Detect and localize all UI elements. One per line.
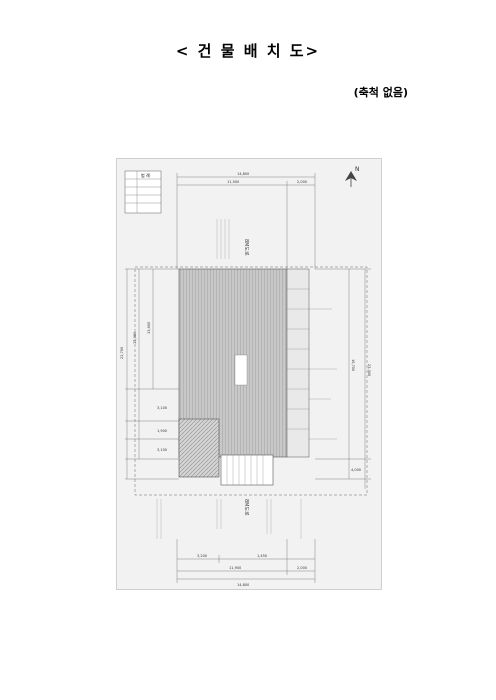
north-arrow-icon: N bbox=[345, 166, 360, 187]
dim-left-f: 3,100 bbox=[157, 448, 167, 452]
dim-left-c: 13,600 bbox=[147, 322, 151, 334]
dim-top-a: 11,500 bbox=[227, 180, 239, 184]
top-dimensions bbox=[176, 173, 316, 269]
dim-left-a: 17,000 bbox=[133, 332, 137, 344]
building-annex bbox=[178, 418, 220, 478]
dim-right-total: 23,300 bbox=[367, 364, 371, 376]
north-label: N bbox=[355, 166, 360, 173]
dim-bottom-c: 3,200 bbox=[197, 554, 207, 558]
dim-right-a: 16,700 bbox=[351, 359, 355, 371]
dim-top-total: 14,800 bbox=[237, 172, 249, 176]
dim-right-b: 4,000 bbox=[351, 468, 361, 472]
dim-left-d: 3,100 bbox=[157, 406, 167, 410]
parking-right bbox=[286, 268, 310, 458]
dim-top-b: 2,000 bbox=[297, 180, 307, 184]
bottom-dimensions bbox=[176, 539, 316, 583]
dim-bottom-d: 1,450 bbox=[257, 554, 267, 558]
road-label-top: 8M도로 bbox=[243, 239, 249, 256]
scale-note: (축척 없음) bbox=[353, 86, 408, 99]
site-boundary bbox=[134, 266, 368, 496]
legend-box: 범 례 bbox=[124, 170, 162, 214]
dim-bottom-total: 14,800 bbox=[237, 583, 249, 587]
dim-left-b: 22,700 bbox=[120, 347, 124, 359]
dim-bottom-b: 2,000 bbox=[297, 566, 307, 570]
annotation-leaders bbox=[309, 308, 337, 440]
building-label-box bbox=[234, 354, 248, 386]
parking-area bbox=[220, 454, 274, 486]
site-plan-svg: 범 례 N 14,800 11,500 2,000 8M도로 bbox=[120, 166, 371, 587]
right-dimensions bbox=[315, 268, 371, 489]
page-title: < 건 물 배 치 도> bbox=[175, 42, 321, 60]
legend-header: 범 례 bbox=[141, 172, 150, 178]
dim-left-e: 1,900 bbox=[157, 429, 167, 433]
site-plan-drawing: 범 례 N 14,800 11,500 2,000 8M도로 bbox=[116, 158, 382, 590]
left-dimensions bbox=[125, 268, 179, 480]
road-label-bottom: 8M도로 bbox=[243, 499, 249, 516]
dim-bottom-a: 11,900 bbox=[229, 566, 241, 570]
